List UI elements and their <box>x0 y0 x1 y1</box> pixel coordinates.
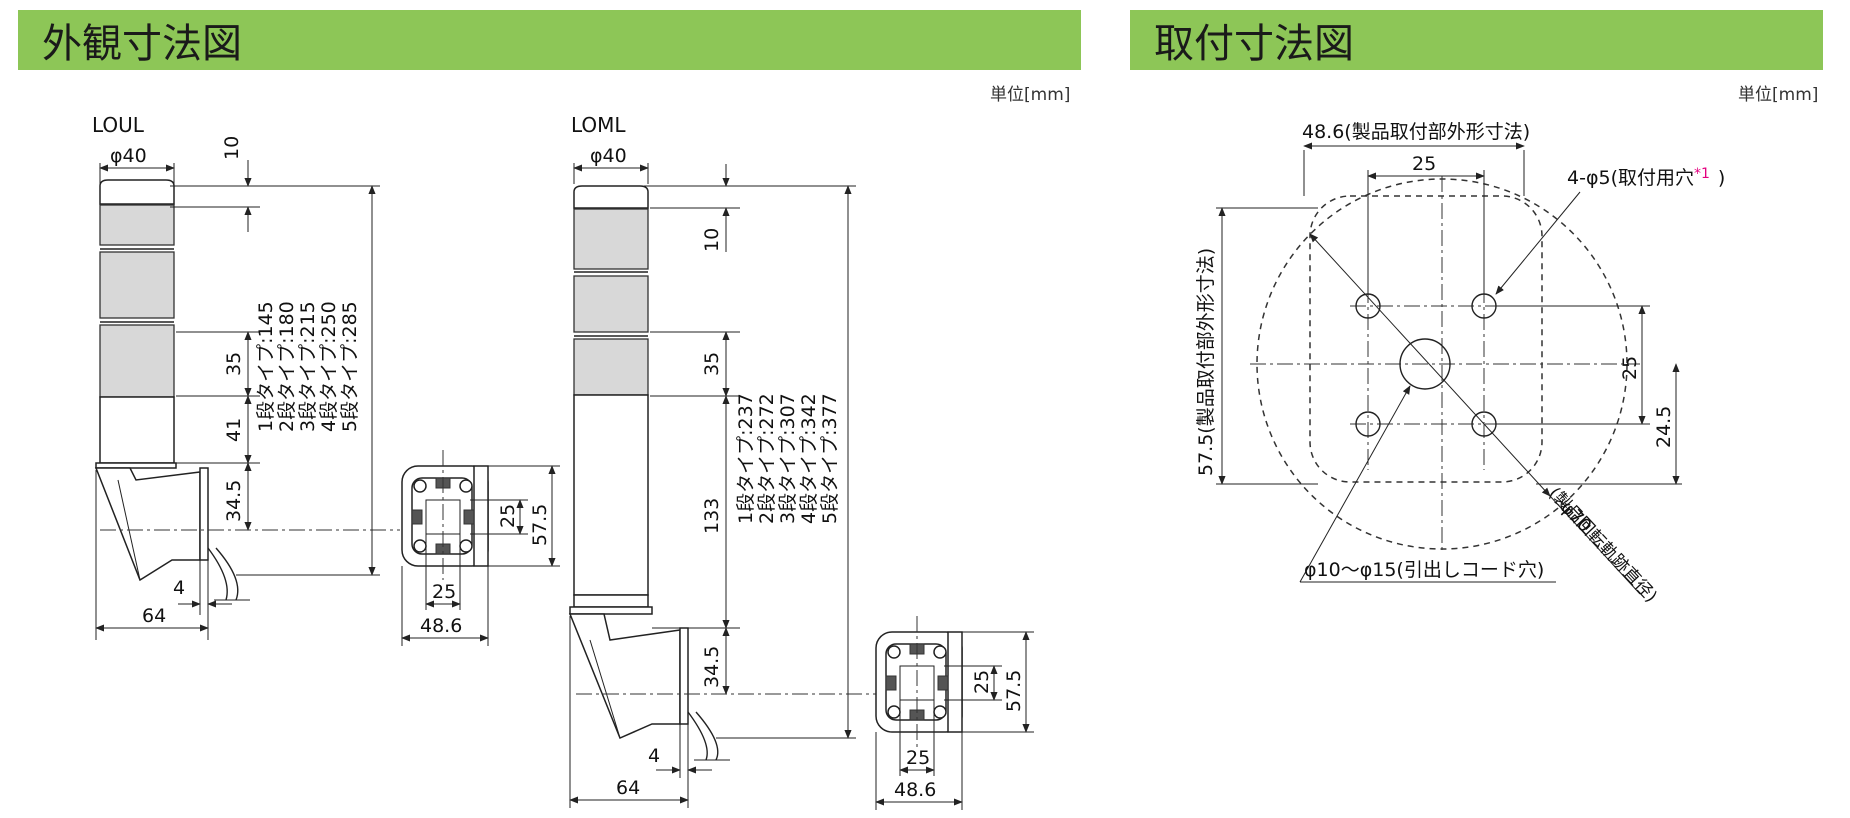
loul-base-body <box>94 467 201 582</box>
loul-bv-hole-3 <box>413 539 427 553</box>
loul-dim-width: 64 <box>142 605 166 627</box>
loml-bv-clip-r <box>937 675 949 691</box>
mount-dim-offset-h: 24.5 <box>1653 406 1675 448</box>
mount-dim-outer-w: 48.6(製品取付部外形寸法) <box>1302 121 1530 143</box>
loml-type-2: 2段タイプ:272 <box>756 393 778 524</box>
loml-tier-1 <box>573 208 649 270</box>
header-mounting-dimensions: 取付寸法図 <box>1130 10 1823 70</box>
loul-bv-dim-inner: 25 <box>497 504 519 528</box>
loml-phi-label: φ40 <box>590 145 627 167</box>
loml-bv-hole-3 <box>887 705 901 719</box>
unit-label-left: 単位[mm] <box>990 85 1071 105</box>
loul-bv-hole-4 <box>459 539 473 553</box>
loml-bv-flange <box>947 631 963 733</box>
loml-cable-1 <box>687 711 708 761</box>
loul-dim-top: 10 <box>221 136 243 160</box>
loml-type-5: 5段タイプ:377 <box>819 393 841 524</box>
loul-cap <box>99 179 175 205</box>
phi70-leader <box>1549 495 1641 595</box>
loul-type-list: 1段タイプ:145 2段タイプ:180 3段タイプ:215 4段タイプ:250 … <box>255 301 361 432</box>
unit-label-right: 単位[mm] <box>1738 85 1819 105</box>
loml-dim-width: 64 <box>616 777 640 799</box>
loml-cap <box>573 185 649 209</box>
loul-dim-offset: 4 <box>173 577 185 599</box>
phi70-note: (製品回転軌跡直径) <box>1544 484 1660 607</box>
loul-bv-flange <box>473 465 489 567</box>
loml-tier-3 <box>573 338 649 396</box>
loml-bv-hole-1 <box>887 645 901 659</box>
loml-bv-dim-inner: 25 <box>971 670 993 694</box>
loml-bv-dim-width: 48.6 <box>894 779 936 801</box>
phi70-diameter-line <box>1309 233 1551 497</box>
loml-type-1: 1段タイプ:237 <box>735 393 757 524</box>
loul-bottom-view: 25 57.5 25 48.6 <box>401 450 560 646</box>
loml-pole-foot <box>573 594 649 608</box>
header-exterior-title: 外観寸法図 <box>42 21 242 67</box>
loul-bv-clip-r <box>463 509 475 525</box>
loml-type-list: 1段タイプ:237 2段タイプ:272 3段タイプ:307 4段タイプ:342 … <box>735 393 841 524</box>
loml-tier-2 <box>573 275 649 333</box>
loul-dim-base: 34.5 <box>223 480 245 522</box>
loul-bv-dim-width: 48.6 <box>420 615 462 637</box>
loul-cable-2 <box>215 547 239 601</box>
loml-bv-clip-l <box>885 675 897 691</box>
loul-cable-1 <box>207 547 228 601</box>
loul-pole <box>99 396 175 464</box>
loml-bv-dim-height: 57.5 <box>1003 670 1025 712</box>
loml-type-3: 3段タイプ:307 <box>777 393 799 524</box>
loul-phi-label: φ40 <box>110 145 147 167</box>
hole-note: 4-φ5(取付用穴*1) <box>1567 166 1725 189</box>
loul-drawing: LOUL φ40 10 35 <box>92 113 400 640</box>
loml-dim-base: 34.5 <box>701 646 723 688</box>
loml-dim-top: 10 <box>701 228 723 252</box>
loml-base-body <box>568 613 681 739</box>
loml-bv-hole-4 <box>933 705 947 719</box>
cord-hole-label: φ10〜φ15(引出しコード穴) <box>1304 559 1544 581</box>
loml-bottom-view: 25 57.5 25 48.6 <box>875 616 1034 810</box>
loul-dim-pole: 41 <box>223 418 245 442</box>
mount-dim-outer-h: 57.5(製品取付部外形寸法) <box>1195 248 1217 476</box>
loml-bv-hole-2 <box>933 645 947 659</box>
loul-type-3: 3段タイプ:215 <box>297 301 319 432</box>
mount-dim-inner-w: 25 <box>1412 153 1436 175</box>
loml-type-4: 4段タイプ:342 <box>798 393 820 524</box>
loul-bv-hole-1 <box>413 479 427 493</box>
loul-tier-1 <box>99 204 175 246</box>
loul-bv-dim-height: 57.5 <box>529 504 551 546</box>
loul-type-5: 5段タイプ:285 <box>339 301 361 432</box>
mounting-drawing: φ70 (製品回転軌跡直径) 4-φ5(取付用穴*1) φ10〜φ15(引出しコ… <box>1195 121 1725 607</box>
cord-hole-leader <box>1299 385 1411 583</box>
header-exterior-dimensions: 外観寸法図 <box>18 10 1081 70</box>
loml-dim-pole: 133 <box>701 498 723 534</box>
loml-drawing: LOML φ40 10 35 133 3 <box>568 113 880 808</box>
mount-dim-inner-h: 25 <box>1619 356 1641 380</box>
loul-tier-3 <box>99 324 175 398</box>
loml-pole <box>573 394 649 596</box>
hole-leader <box>1495 191 1581 295</box>
loml-flange <box>679 627 689 725</box>
loul-type-1: 1段タイプ:145 <box>255 301 277 432</box>
loul-base-ring <box>95 462 177 469</box>
loml-bv-dim-inner-w: 25 <box>906 747 930 769</box>
loul-type-2: 2段タイプ:180 <box>276 301 298 432</box>
loul-tier-2 <box>99 251 175 319</box>
header-mounting-title: 取付寸法図 <box>1154 21 1354 67</box>
loul-label: LOUL <box>92 113 145 137</box>
loml-base-ring <box>569 606 653 615</box>
loul-type-4: 4段タイプ:250 <box>318 301 340 432</box>
loul-bv-clip-l <box>411 509 423 525</box>
loml-dim-tier: 35 <box>701 352 723 376</box>
loul-bv-hole-2 <box>459 479 473 493</box>
loul-dim-tier: 35 <box>223 352 245 376</box>
loul-bv-dim-inner-w: 25 <box>432 581 456 603</box>
loml-base-edge <box>589 639 621 739</box>
loml-label: LOML <box>571 113 626 137</box>
loml-dim-offset: 4 <box>648 745 660 767</box>
loml-cable-2 <box>695 711 719 761</box>
loul-flange <box>199 467 209 561</box>
